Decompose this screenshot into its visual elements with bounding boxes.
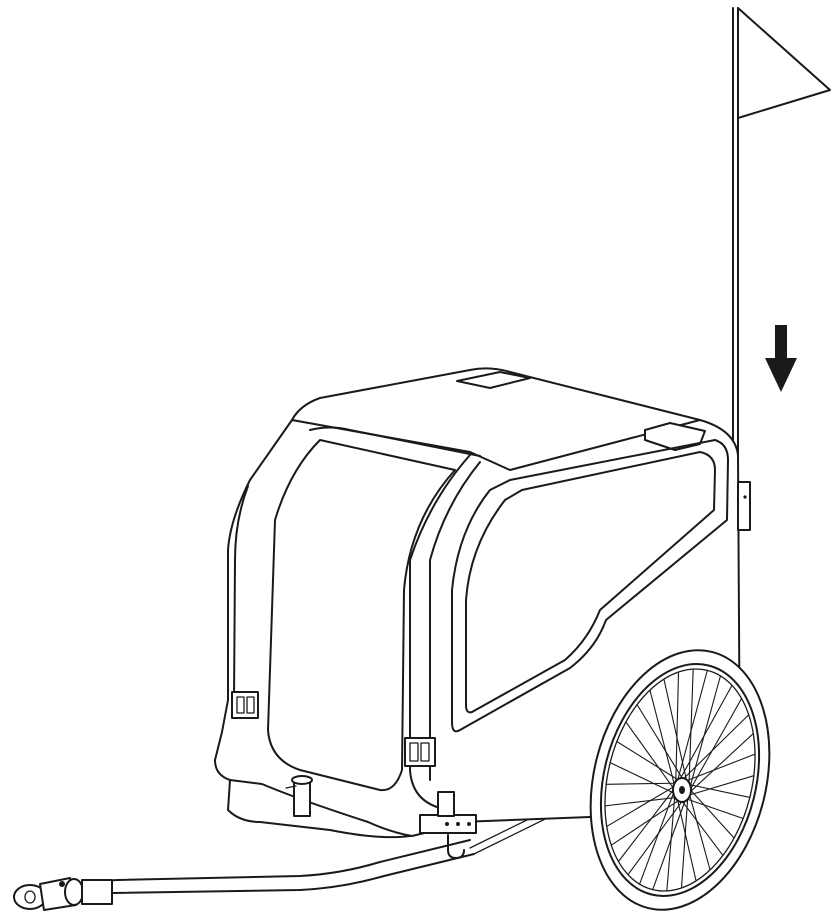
hitch-sleeve bbox=[64, 878, 84, 906]
wheel-spokes bbox=[604, 669, 756, 891]
wheel-spoke bbox=[639, 788, 676, 885]
front-strap-buckle bbox=[404, 737, 436, 767]
side-window bbox=[465, 451, 716, 714]
wheel-spoke bbox=[606, 783, 679, 827]
tow-bar-bottom-edge bbox=[111, 853, 475, 894]
wheel-spoke bbox=[666, 791, 676, 891]
wheel-spoke bbox=[685, 733, 754, 797]
safety-hook bbox=[447, 834, 465, 859]
wheel-spoke bbox=[610, 794, 688, 846]
wheel-spoke bbox=[604, 795, 685, 807]
left-side-edge bbox=[233, 485, 249, 701]
wheel-spoke bbox=[675, 793, 697, 881]
hitch-tube bbox=[81, 879, 113, 905]
left-strap-buckle bbox=[231, 691, 259, 719]
roof-handle-front bbox=[644, 422, 706, 451]
wheel-spoke bbox=[609, 762, 683, 798]
arrow-down-icon bbox=[765, 325, 797, 392]
wheel-spoke bbox=[676, 714, 750, 786]
base-underside bbox=[227, 779, 411, 839]
front-door-panel bbox=[267, 439, 456, 792]
wheel-spoke bbox=[625, 721, 680, 797]
wheel-spoke bbox=[681, 782, 750, 798]
tow-bar-bracket bbox=[419, 791, 477, 859]
wheel-rim bbox=[599, 663, 761, 897]
latch-post bbox=[285, 775, 313, 817]
wheel-spoke bbox=[674, 670, 708, 791]
wheel-spoke bbox=[627, 792, 689, 875]
wheel-spoke bbox=[675, 685, 733, 788]
wheel-spoke bbox=[606, 782, 681, 785]
wheel bbox=[589, 649, 771, 911]
roof-handle-back bbox=[456, 371, 531, 389]
front-corner-edge bbox=[409, 454, 471, 809]
wheel-spoke bbox=[649, 690, 678, 796]
wheel-spoke bbox=[680, 787, 690, 889]
tow-bar-top-edge bbox=[117, 839, 471, 881]
wheel-spoke bbox=[674, 672, 680, 793]
wheel-spoke bbox=[679, 753, 756, 785]
hitch-coupler bbox=[13, 877, 113, 911]
wheel-spoke bbox=[686, 784, 711, 870]
flag-holder bbox=[737, 481, 751, 531]
cargo-box bbox=[214, 367, 751, 859]
wheel-spoke bbox=[663, 679, 689, 787]
wheel-spoke bbox=[687, 698, 743, 795]
wheel-spoke bbox=[636, 704, 687, 785]
flag-pennant bbox=[737, 7, 831, 119]
front-corner-inner bbox=[429, 461, 481, 781]
roof-inner-edge bbox=[309, 426, 481, 457]
wheel-spoke bbox=[684, 783, 735, 839]
wheel-spoke bbox=[677, 795, 724, 856]
hitch-hole bbox=[24, 890, 36, 904]
wheel-spoke bbox=[652, 789, 690, 890]
side-window-frame bbox=[451, 439, 729, 733]
wheel-spoke bbox=[683, 775, 755, 798]
